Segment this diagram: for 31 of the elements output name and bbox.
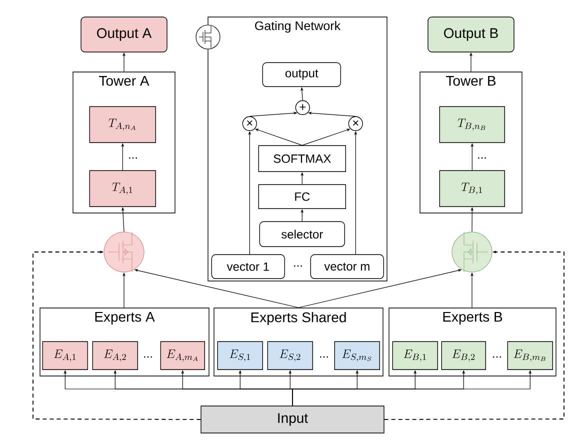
gate-circle: [104, 232, 144, 272]
ellipsis: ...: [493, 356, 501, 358]
layer-box: $T_{B,n_B}$: [439, 106, 505, 143]
output-box: Output B: [428, 16, 514, 52]
layer-box: $T_{B,1}$: [439, 170, 505, 207]
selector-box: selector: [259, 221, 345, 247]
ellipsis: ...: [320, 356, 328, 358]
fc-box: FC: [258, 184, 346, 209]
expert-box: $E_{S,1}$: [217, 341, 263, 370]
softmax-box: SOFTMAX: [258, 145, 346, 172]
expert-box: $E_{S,m_S}$: [334, 341, 380, 370]
ellipsis: ...: [478, 157, 486, 159]
ellipsis: ...: [129, 157, 137, 159]
expert-box: $E_{B,m_B}$: [507, 341, 553, 370]
ellipsis: ...: [144, 356, 152, 358]
layer-box: $T_{A,1}$: [89, 170, 156, 207]
output-box: output: [262, 62, 341, 87]
expert-box: $E_{S,2}$: [267, 341, 313, 370]
vector-box: vector m: [310, 254, 384, 279]
arrow: [32, 250, 202, 420]
expert-box: $E_{A,1}$: [42, 341, 88, 370]
ellipsis: ...: [294, 265, 302, 267]
gate-circle: [452, 232, 492, 272]
expert-box: $E_{B,2}$: [441, 341, 486, 370]
layer-box: $T_{A,n_A}$: [89, 106, 156, 143]
input-box: Input: [200, 406, 384, 434]
expert-box: $E_{A,2}$: [92, 341, 138, 370]
output-box: Output A: [80, 16, 168, 52]
expert-box: $E_{B,1}$: [392, 341, 438, 370]
expert-box: $E_{A,m_A}$: [160, 341, 205, 370]
vector-box: vector 1: [211, 254, 285, 279]
